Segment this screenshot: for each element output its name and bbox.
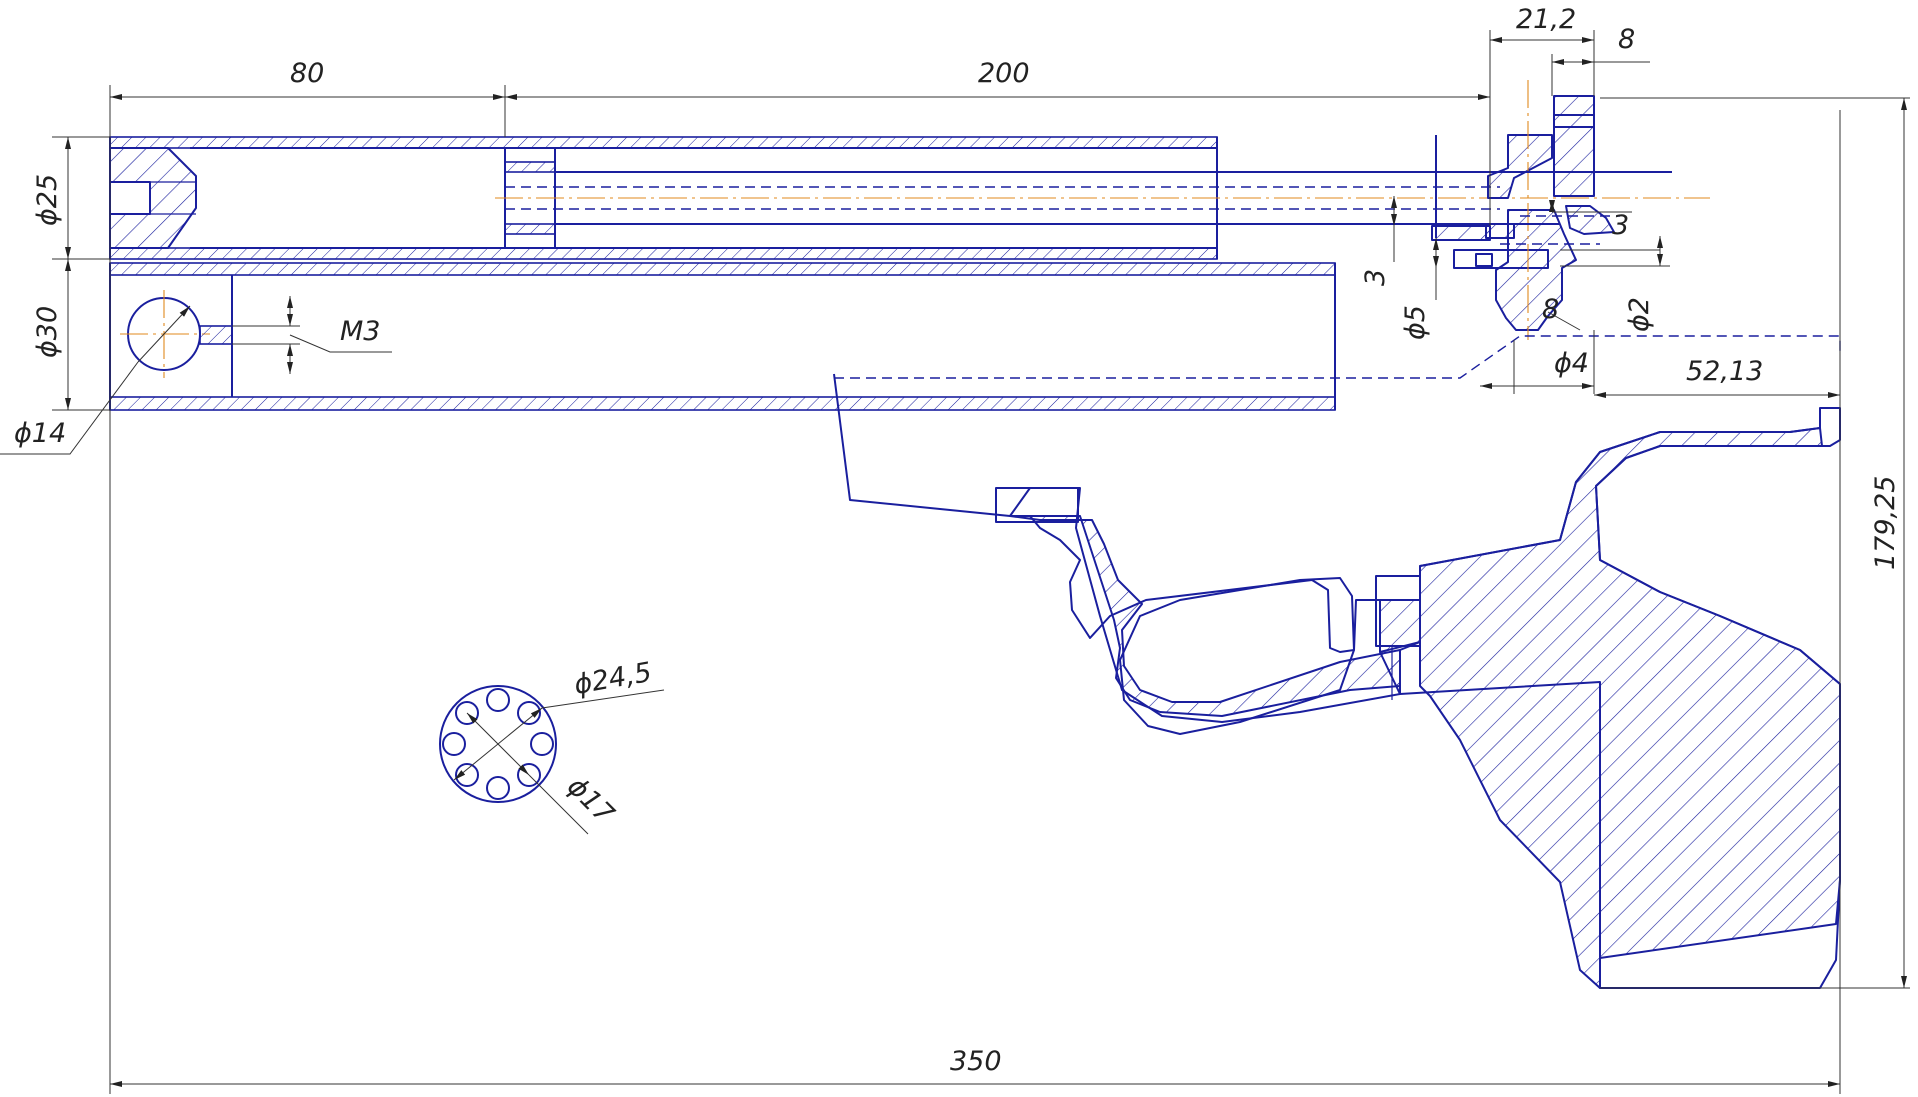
- dim-21-2: 21,2: [1516, 4, 1576, 35]
- grip-section: [1379, 427, 1841, 989]
- upper-barrel-assembly: [109, 136, 1710, 260]
- dim-350: 350: [950, 1046, 1002, 1077]
- dim-phi24-5: ϕ24,5: [572, 657, 654, 701]
- dimension-labels: 80 200 21,2 8 350 179,25 ϕ25 ϕ30 ϕ14 M3 …: [14, 4, 1901, 1077]
- dim-phi5: ϕ5: [1400, 305, 1431, 340]
- upper-tube-top-wall: [109, 136, 1218, 149]
- upper-tube-bottom-wall: [109, 247, 1218, 260]
- chamber-7: [442, 732, 466, 756]
- piston-seal-top: [504, 161, 556, 173]
- dimension-lines: [0, 30, 1910, 1094]
- m3-screw: [199, 325, 233, 345]
- valve-bolt-head: [1475, 253, 1493, 267]
- sear-block: [1375, 575, 1421, 647]
- trigger-guard-section: [1009, 515, 1401, 717]
- chamber-5: [486, 776, 510, 800]
- valve-housing-upper-core: [1553, 114, 1595, 128]
- dim-phi25: ϕ25: [32, 174, 63, 226]
- dim-phi17: ϕ17: [561, 771, 620, 830]
- lower-tube-assembly: [109, 262, 1336, 411]
- frame-and-grip: [833, 335, 1841, 989]
- dim-phi14: ϕ14: [14, 418, 66, 449]
- dim-8-mid: 8: [1542, 294, 1559, 325]
- cylinder-end-plug: [109, 147, 197, 249]
- lower-tube-top-wall: [109, 262, 1336, 276]
- dim-80: 80: [290, 58, 324, 89]
- chamber-2: [517, 701, 541, 725]
- dim-phi2: ϕ2: [1624, 297, 1655, 332]
- valve-housing-upper: [1553, 95, 1595, 197]
- trigger-blade: [995, 487, 1079, 523]
- valve-body-lower: [1495, 209, 1577, 331]
- valve-flange-right: [1565, 205, 1615, 235]
- trigger-guard-opening: [1119, 577, 1355, 735]
- dim-179-25: 179,25: [1870, 476, 1901, 570]
- dim-3-left: 3: [1360, 269, 1391, 286]
- dim-3-right: 3: [1612, 210, 1629, 241]
- dim-phi4: ϕ4: [1554, 348, 1589, 379]
- dim-8-top: 8: [1618, 24, 1635, 55]
- valve-seat: [1431, 225, 1491, 241]
- breech-body: [1487, 134, 1553, 199]
- valve-bolt: [1453, 249, 1549, 269]
- chamber-3: [530, 732, 554, 756]
- valve-block: [1431, 80, 1672, 340]
- chamber-1: [486, 688, 510, 712]
- dim-phi30: ϕ30: [32, 306, 63, 358]
- drum-outer: [439, 685, 557, 803]
- chamber-6: [455, 763, 479, 787]
- dim-52-13: 52,13: [1686, 356, 1763, 387]
- dim-m3: M3: [340, 316, 380, 347]
- dim-200: 200: [978, 58, 1030, 89]
- piston-seal-bottom: [504, 223, 556, 235]
- lower-tube-bottom-wall: [109, 396, 1336, 411]
